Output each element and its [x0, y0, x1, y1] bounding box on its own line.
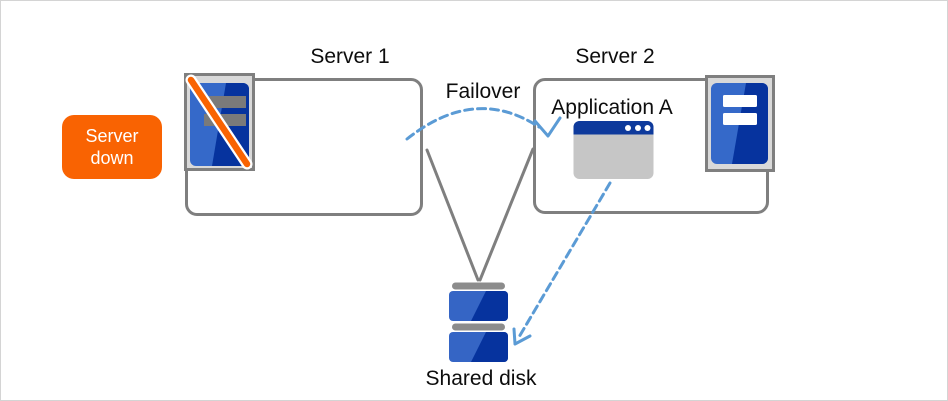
server1-label: Server 1 — [310, 45, 390, 68]
server-down-badge-line2: down — [90, 148, 134, 168]
application-window-icon — [573, 121, 654, 179]
server1-disk-connector — [425, 148, 480, 282]
shared-disk-icon — [449, 282, 508, 362]
failover-dashed-arrow — [405, 107, 541, 141]
server-icon — [705, 75, 775, 172]
failover-label: Failover — [445, 80, 521, 103]
server2-disk-connector — [478, 147, 535, 282]
server-down-badge: Server down — [62, 115, 162, 179]
server-down-icon — [184, 73, 255, 171]
server-down-badge-line1: Server — [85, 126, 139, 146]
application-label: Application A — [551, 96, 673, 119]
shared-disk-label: Shared disk — [425, 367, 537, 390]
server2-label: Server 2 — [575, 45, 655, 68]
app-to-disk-arrowhead — [512, 327, 532, 346]
